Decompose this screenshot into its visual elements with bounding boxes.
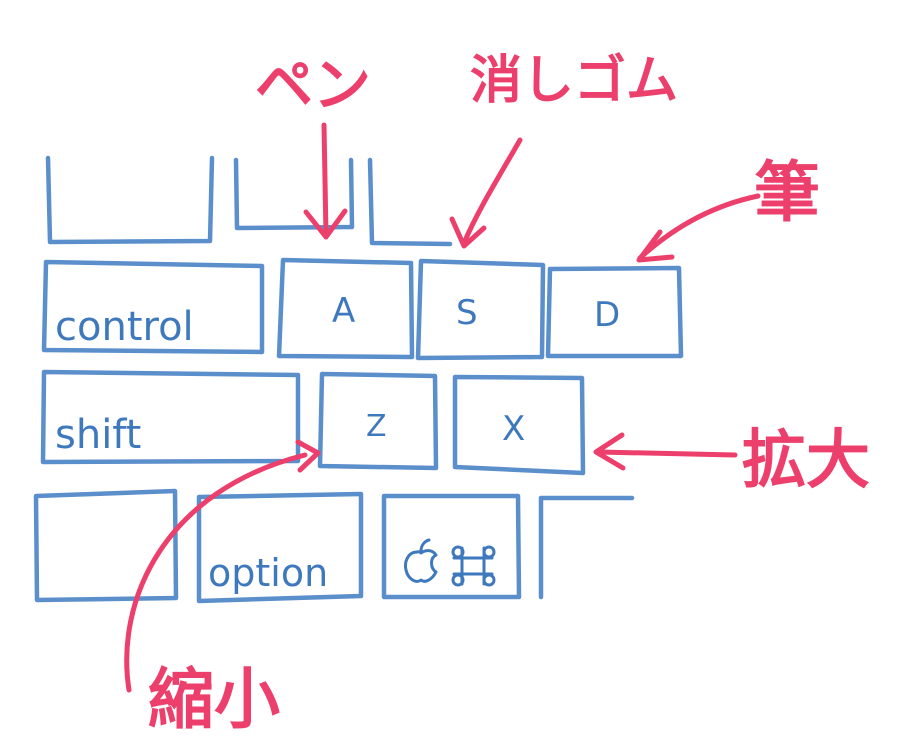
arrow-brush [636,193,761,263]
key-d-label: D [594,295,620,335]
key-z-label: Z [366,409,387,444]
key-option-label: option [208,551,328,595]
partial-key-bottom-right [538,495,635,600]
key-z: Z [317,371,439,471]
key-shift: shift [40,369,301,465]
top-partial-keys [45,155,453,247]
key-d: D [545,265,684,359]
label-zoom-in: 拡大 [742,424,870,498]
partial-key-1 [45,155,215,245]
apple-icon [404,538,438,583]
arrow-eraser [449,137,523,249]
key-a-label: A [332,291,355,331]
key-a: A [276,257,415,360]
arrow-zoom-out [124,439,321,693]
key-control-label: control [55,304,194,350]
key-control: control [41,259,265,355]
key-x-label: X [502,409,525,449]
arrow-zoom-in [593,432,738,471]
label-brush: 筆 [754,154,820,231]
command-icon [451,545,496,587]
label-zoom-out: 縮小 [148,661,280,738]
arrow-pen [303,122,348,240]
label-eraser: 消しゴム [470,51,678,111]
key-option: option [196,491,364,604]
label-pen: ペン [255,51,371,119]
key-command [381,493,522,600]
key-x: X [452,374,586,476]
key-s-label: S [456,293,478,333]
key-shift-label: shift [55,412,141,458]
key-s: S [415,258,546,361]
key-blank [33,488,179,603]
partial-key-2 [233,157,355,231]
partial-key-3 [367,157,453,247]
